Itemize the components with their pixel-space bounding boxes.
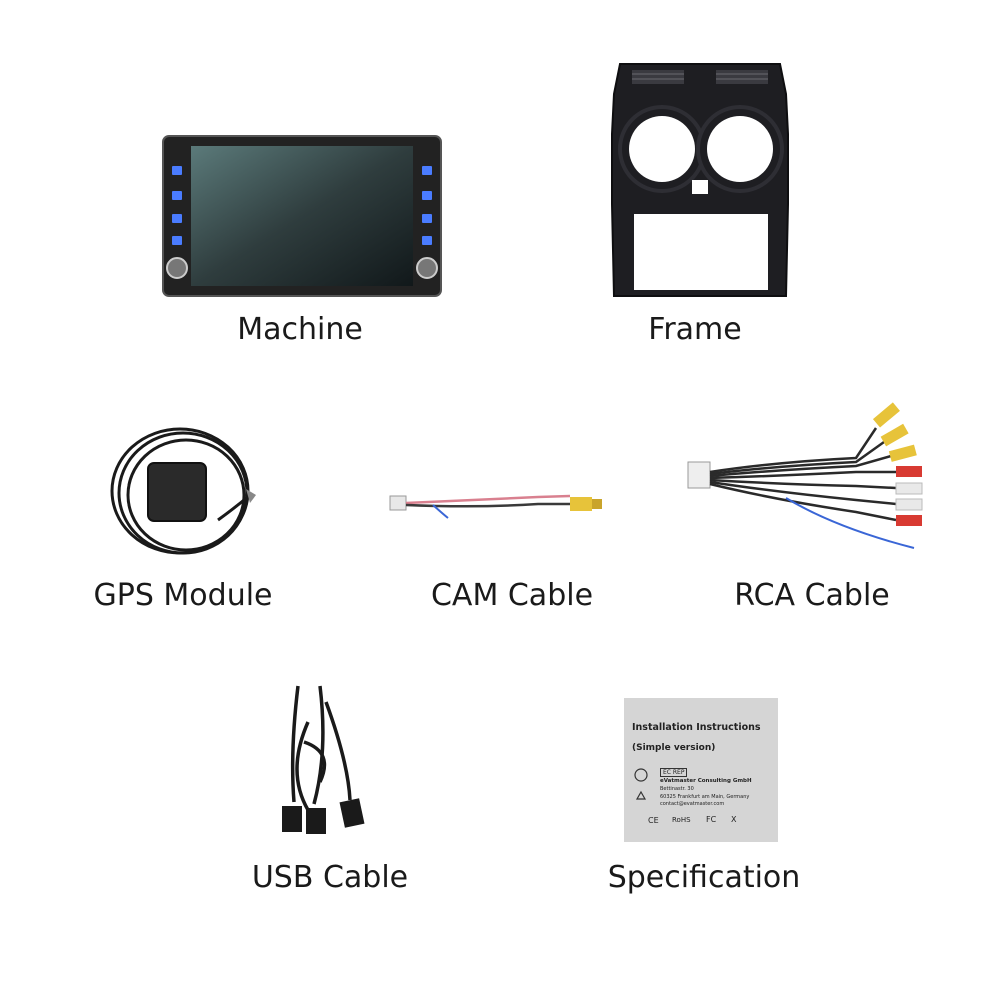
spec-city: 60325 Frankfurt am Main, Germany (660, 794, 750, 800)
machine-label: Machine (237, 312, 363, 347)
frame-image (611, 63, 789, 297)
spec-mark-fc: FC (706, 815, 717, 824)
gps-module-label: GPS Module (93, 578, 273, 613)
recycle-icon (635, 790, 647, 800)
spec-email: contact@evatmaster.com (660, 801, 725, 807)
ec-rep-logo-icon (634, 768, 648, 782)
usb-cable-image (282, 685, 365, 834)
spec-ec-rep: EC REP (660, 768, 688, 777)
spec-company: eVatmaster Consulting GmbH (660, 778, 752, 784)
spec-title: Installation Instructions (632, 722, 761, 733)
specification-label: Specification (607, 860, 801, 895)
spec-subtitle: (Simple version) (632, 743, 716, 753)
spec-mark-rohs: RoHS (672, 816, 691, 824)
rca-cable-image (687, 402, 923, 549)
frame-label: Frame (648, 312, 742, 347)
spec-mark-weee: X (731, 815, 737, 824)
specification-card: Installation Instructions (Simple versio… (624, 698, 778, 842)
machine-image (162, 135, 442, 297)
spec-mark-ce: CE (648, 816, 659, 825)
spec-street: Bettinastr. 30 (660, 786, 694, 792)
gps-module-image (110, 427, 256, 555)
cam-cable-label: CAM Cable (430, 578, 594, 613)
usb-cable-label: USB Cable (251, 860, 409, 895)
cam-cable-image (389, 494, 602, 519)
rca-cable-label: RCA Cable (734, 578, 890, 613)
